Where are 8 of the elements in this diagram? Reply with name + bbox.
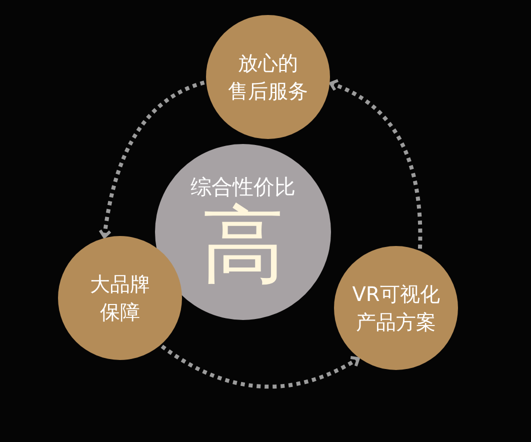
dotted-arrow [329, 79, 422, 249]
node-text: VR可视化产品方案 [351, 281, 441, 336]
node-text: 放心的售后服务 [227, 50, 309, 105]
dotted-arrow [160, 344, 360, 388]
node-text: 大品牌保障 [89, 271, 151, 326]
highlight-text: 高 [201, 200, 285, 289]
node-text: 综合性价比 [190, 175, 296, 200]
dotted-arrow [98, 80, 205, 238]
